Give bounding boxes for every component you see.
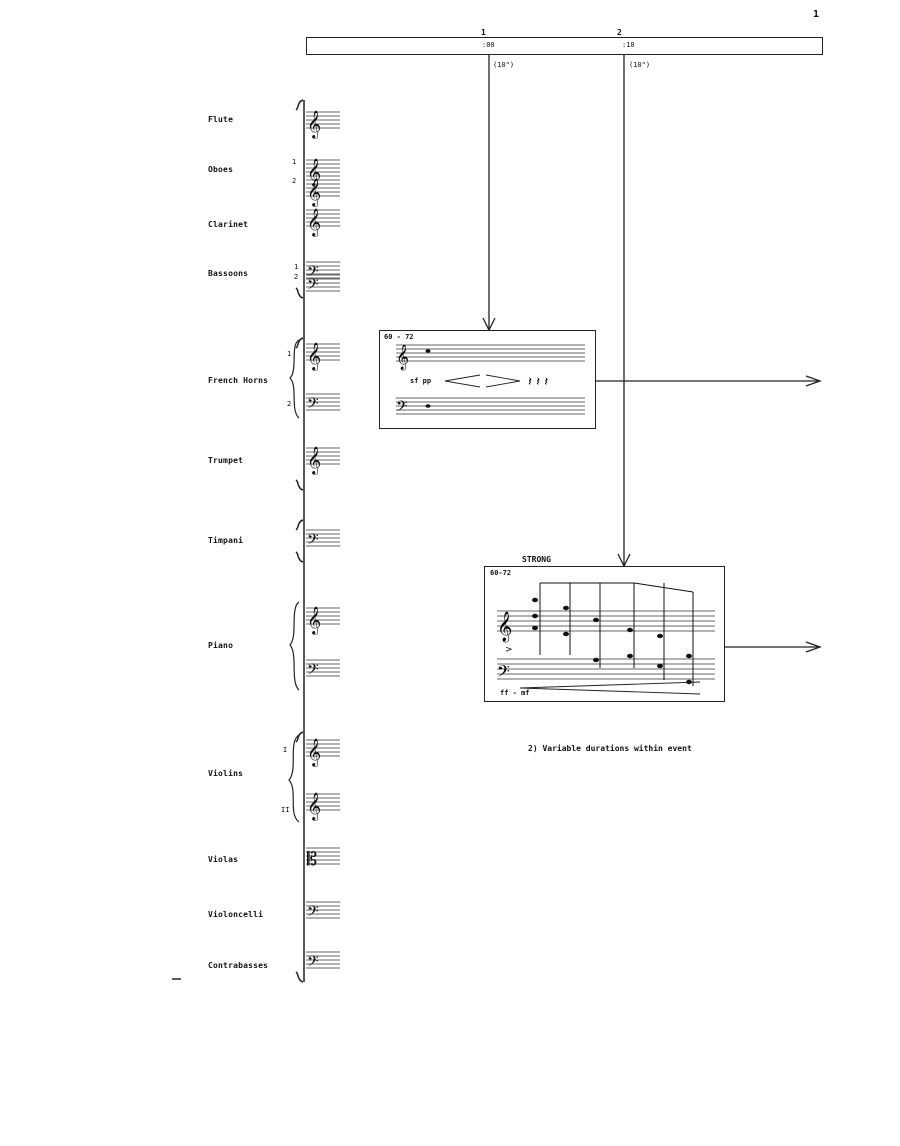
staff	[306, 793, 340, 811]
instrument-label-contrabasses: Contrabasses	[208, 961, 269, 970]
staff	[306, 951, 340, 969]
clef-icon: 𝄡	[307, 849, 317, 870]
footnote: 2) Variable durations within event	[528, 744, 692, 753]
instrument-label-oboes: Oboes	[208, 165, 234, 174]
timeline-marker-1-time: :00	[482, 41, 495, 49]
clef-icon: 𝄞	[307, 110, 321, 139]
clef-icon: 𝄞	[307, 158, 321, 187]
part-number: 2	[287, 400, 292, 408]
part-number: 1	[292, 158, 297, 166]
part-number: 1	[294, 263, 299, 271]
timeline-marker-2-duration: (10")	[629, 61, 651, 69]
event-2-dynamics: ff - mf	[500, 689, 530, 697]
clef-icon: 𝄢	[307, 395, 319, 416]
instrument-label-timpani: Timpani	[208, 536, 244, 545]
clef-icon: 𝄢	[307, 953, 319, 974]
instrument-label-french-horns: French Horns	[208, 376, 269, 385]
timeline-marker-1-index: 1	[481, 28, 486, 37]
instrument-label-clarinet: Clarinet	[208, 220, 249, 229]
clef-icon: 𝄢	[307, 531, 319, 552]
timeline-marker-2-time: :10	[622, 41, 635, 49]
staff	[306, 739, 340, 757]
part-number: 1	[287, 350, 292, 358]
instrument-label-piano: Piano	[208, 641, 234, 650]
staff	[306, 209, 340, 227]
part-number: II	[281, 806, 290, 814]
instrument-label-trumpet: Trumpet	[208, 456, 244, 465]
instrument-label-bassoons: Bassoons	[208, 269, 249, 278]
staff	[306, 274, 340, 292]
part-number: 2	[292, 177, 297, 185]
staff	[306, 159, 340, 177]
clef-icon: 𝄢	[307, 661, 319, 682]
staff	[306, 659, 340, 677]
instrument-label-violas: Violas	[208, 855, 239, 864]
staff	[306, 529, 340, 547]
clef-icon: 𝄞	[307, 208, 321, 237]
part-number: I	[283, 746, 288, 754]
clef-icon: 𝄞	[307, 178, 321, 207]
event-2-tempo: 60-72	[490, 569, 512, 577]
timeline-bar	[306, 37, 823, 55]
instrument-label-violins: Violins	[208, 769, 244, 778]
event-1-dynamics: sf pp	[410, 377, 432, 385]
event-1-tempo: 60 - 72	[384, 333, 414, 341]
clef-icon: 𝄞	[307, 606, 321, 635]
staff	[306, 607, 340, 625]
clef-icon: 𝄢	[307, 263, 319, 284]
staff	[306, 179, 340, 197]
staff	[306, 111, 340, 129]
timeline-marker-1-duration: (10")	[493, 61, 515, 69]
part-number: 2	[294, 273, 299, 281]
staff	[306, 447, 340, 465]
timeline-marker-2-index: 2	[617, 28, 622, 37]
event-box-2	[484, 566, 725, 702]
clef-icon: 𝄞	[307, 792, 321, 821]
page-number: 1	[813, 9, 820, 20]
staff	[306, 393, 340, 411]
event-2-label: STRONG	[522, 555, 551, 564]
staff	[306, 261, 340, 279]
staff	[306, 847, 340, 865]
instrument-label-flute: Flute	[208, 115, 234, 124]
instrument-label-violoncelli: Violoncelli	[208, 910, 264, 919]
clef-icon: 𝄢	[307, 276, 319, 297]
staff	[306, 343, 340, 361]
clef-icon: 𝄢	[307, 903, 319, 924]
staff	[306, 901, 340, 919]
clef-icon: 𝄞	[307, 738, 321, 767]
clef-icon: 𝄞	[307, 446, 321, 475]
clef-icon: 𝄞	[307, 342, 321, 371]
